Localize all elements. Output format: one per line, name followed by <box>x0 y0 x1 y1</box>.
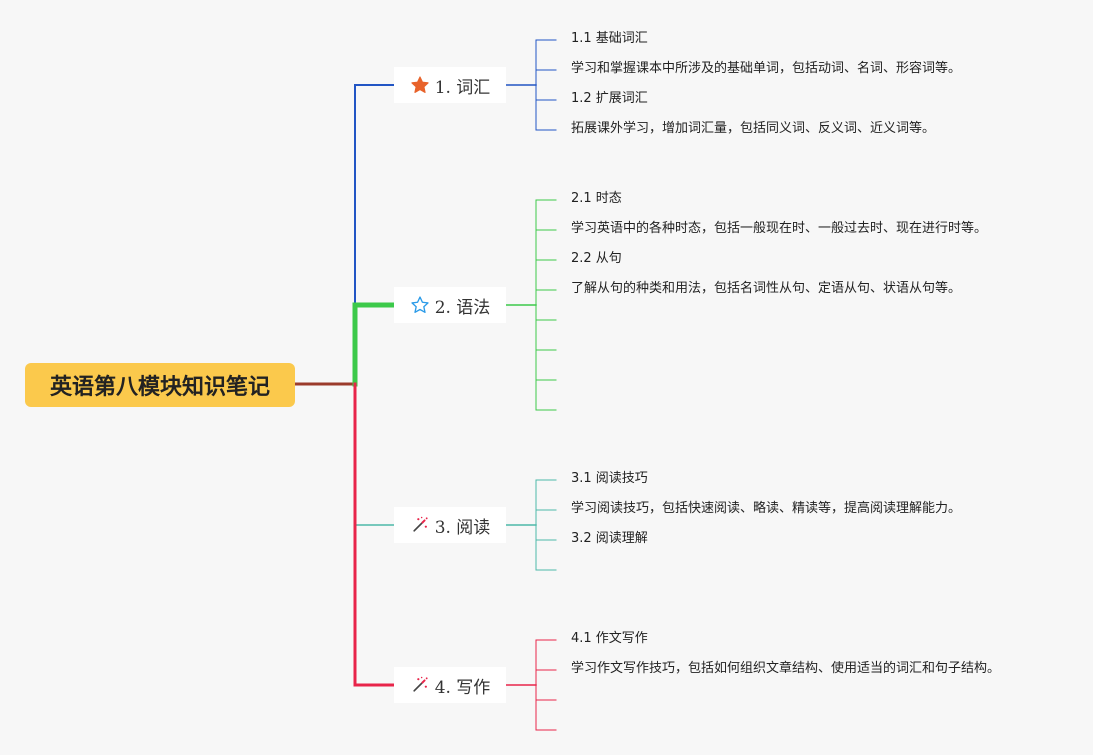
root-topic-label: 英语第八模块知识笔记 <box>49 375 270 400</box>
branch-topic-label: 1. 词汇 <box>434 77 491 98</box>
leaf-item[interactable]: 拓展课外学习，增加词汇量，包括同义词、反义词、近义词等。 <box>571 121 936 136</box>
branch-topic-1[interactable]: 1. 词汇 <box>394 67 506 103</box>
leaf-item[interactable]: 学习作文写作技巧，包括如何组织文章结构、使用适当的词汇和句子结构。 <box>571 661 1001 676</box>
magic-wand-icon <box>410 515 430 535</box>
leaf-item[interactable]: 了解从句的种类和用法，包括名词性从句、定语从句、状语从句等。 <box>571 281 962 296</box>
leaf-item[interactable]: 学习英语中的各种时态，包括一般现在时、一般过去时、现在进行时等。 <box>571 221 988 236</box>
star-filled-icon <box>410 75 430 95</box>
leaf-item[interactable]: 3.1 阅读技巧 <box>571 471 648 486</box>
leaf-item[interactable]: 2.2 从句 <box>571 251 622 266</box>
leaf-item[interactable]: 2.1 时态 <box>571 191 622 206</box>
star-outline-icon <box>410 295 430 315</box>
leaf-item[interactable]: 4.1 作文写作 <box>571 631 648 646</box>
leaf-item[interactable]: 1.1 基础词汇 <box>571 31 648 46</box>
root-topic[interactable]: 英语第八模块知识笔记 <box>25 363 295 407</box>
leaf-item[interactable]: 学习和掌握课本中所涉及的基础单词，包括动词、名词、形容词等。 <box>571 61 962 76</box>
branch-topic-3[interactable]: 3. 阅读 <box>394 507 506 543</box>
branch-topic-2[interactable]: 2. 语法 <box>394 287 506 323</box>
magic-wand-icon <box>410 675 430 695</box>
leaf-item[interactable]: 学习阅读技巧，包括快速阅读、略读、精读等，提高阅读理解能力。 <box>571 501 962 516</box>
branch-topic-4[interactable]: 4. 写作 <box>394 667 506 703</box>
leaf-item[interactable]: 3.2 阅读理解 <box>571 531 648 546</box>
branch-topic-label: 3. 阅读 <box>434 517 491 538</box>
branch-topic-label: 2. 语法 <box>434 297 491 318</box>
branch-topic-label: 4. 写作 <box>434 677 491 698</box>
leaf-item[interactable]: 1.2 扩展词汇 <box>571 91 648 106</box>
